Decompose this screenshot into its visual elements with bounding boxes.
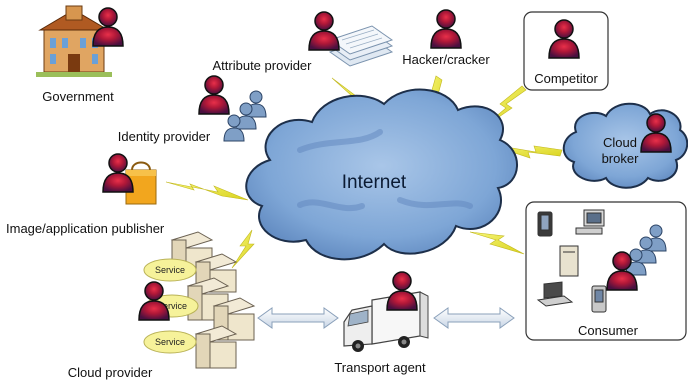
government-label: Government: [42, 89, 114, 104]
internet-label: Internet: [341, 172, 407, 193]
hacker-label: Hacker/cracker: [402, 52, 490, 67]
competitor-label: Competitor: [534, 71, 598, 86]
double-arrow-right: [433, 307, 515, 329]
identity-provider-label: Identity provider: [117, 129, 211, 144]
transport-agent-person-icon: [386, 271, 418, 311]
consumer-label: Consumer: [578, 323, 638, 338]
identity-provider-person-icon: [198, 75, 230, 115]
document-stack-icon: [328, 25, 394, 67]
service-label: Service: [157, 301, 187, 311]
hacker-person-icon: [430, 9, 462, 49]
attribute-provider-person-icon: [308, 11, 340, 51]
attribute-provider-label: Attribute provider: [212, 58, 312, 73]
transport-agent-label: Transport agent: [334, 360, 426, 375]
consumer-devices: [536, 209, 607, 313]
publisher-label: Image/application publisher: [6, 221, 165, 236]
cloud-broker-label-line1: Cloud: [603, 135, 637, 150]
service-label: Service: [155, 265, 185, 275]
service-label: Service: [155, 337, 185, 347]
internet-cloud-shape: [245, 88, 518, 261]
double-arrow-left: [257, 307, 339, 329]
cloud-broker-label-line2: broker: [601, 151, 639, 166]
cloud-provider-label: Cloud provider: [67, 365, 153, 380]
